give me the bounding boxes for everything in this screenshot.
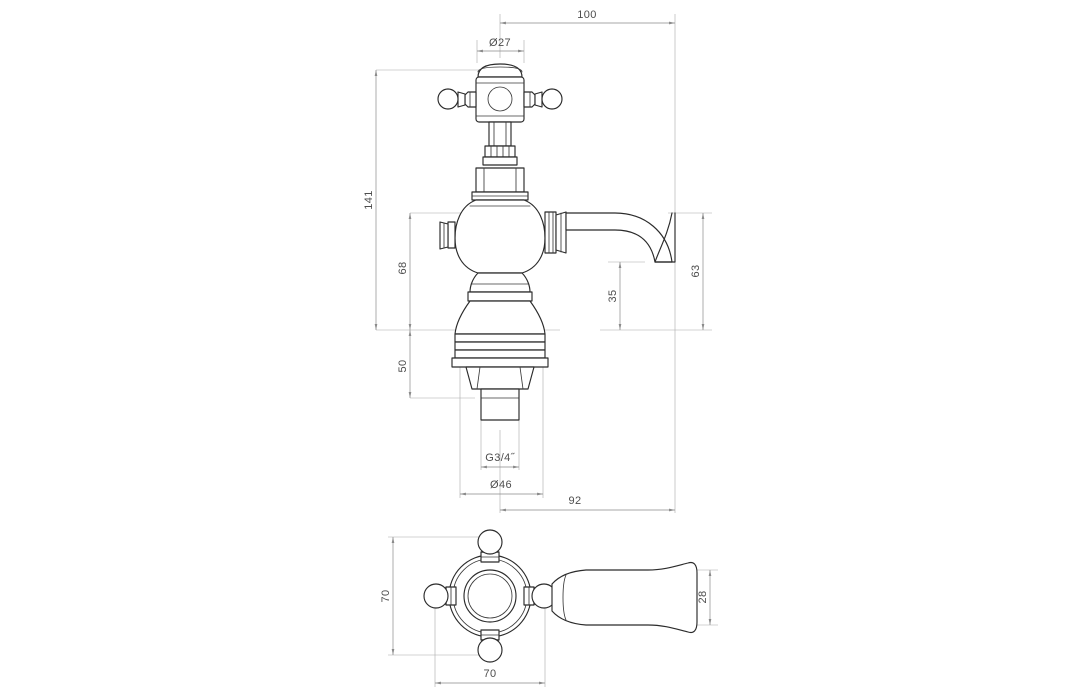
bonnet-nut [471, 167, 529, 201]
dimension-crosshead-70-vertical: 70 [380, 537, 395, 655]
base-flange [451, 333, 549, 368]
dimension-label-thread: G3/4˝ [485, 452, 515, 464]
dimension-crosshead-70-horizontal: 70 [435, 668, 545, 685]
tap-spout [544, 211, 676, 263]
dimension-label-28: 28 [697, 590, 709, 603]
dimension-spout-clearance-35: 35 [607, 262, 622, 330]
dimension-overall-height-141: 141 [363, 70, 378, 330]
lever-handle-profile [551, 561, 698, 634]
threaded-shank [480, 388, 520, 421]
crosshead-plan-view [423, 529, 557, 663]
front-elevation-view [437, 63, 676, 421]
base-lock-nut [465, 366, 535, 390]
dimension-base-dia-46: Ø46 [460, 479, 543, 496]
dimension-spout-reach-92: 92 [500, 495, 675, 512]
dimension-label-50: 50 [397, 359, 409, 372]
dimension-label-70-vertical: 70 [380, 589, 392, 602]
tap-body [439, 199, 546, 335]
dimension-label-63: 63 [690, 264, 702, 277]
dimension-body-height-68: 68 [397, 213, 412, 330]
dimension-label-68: 68 [397, 261, 409, 274]
dimension-label-dia-46: Ø46 [490, 479, 512, 491]
dimension-lever-thickness-28: 28 [697, 570, 712, 625]
dimension-label-70-horizontal: 70 [483, 668, 496, 680]
dimension-overall-width-100: 100 [500, 9, 675, 25]
handle-head-assembly [437, 63, 563, 123]
dimension-base-height-50: 50 [397, 330, 412, 398]
dimension-label-92: 92 [568, 495, 581, 507]
dimension-label-35: 35 [607, 289, 619, 302]
dimension-handle-head-dia-27: Ø27 [477, 37, 524, 53]
dimension-label-141: 141 [363, 190, 375, 210]
dimension-label-100: 100 [577, 9, 597, 21]
dimension-spout-height-63: 63 [690, 213, 705, 330]
dimension-label-dia-27: Ø27 [489, 37, 511, 49]
handle-stem [482, 121, 518, 166]
dimension-thread-g34: G3/4˝ [481, 452, 519, 469]
